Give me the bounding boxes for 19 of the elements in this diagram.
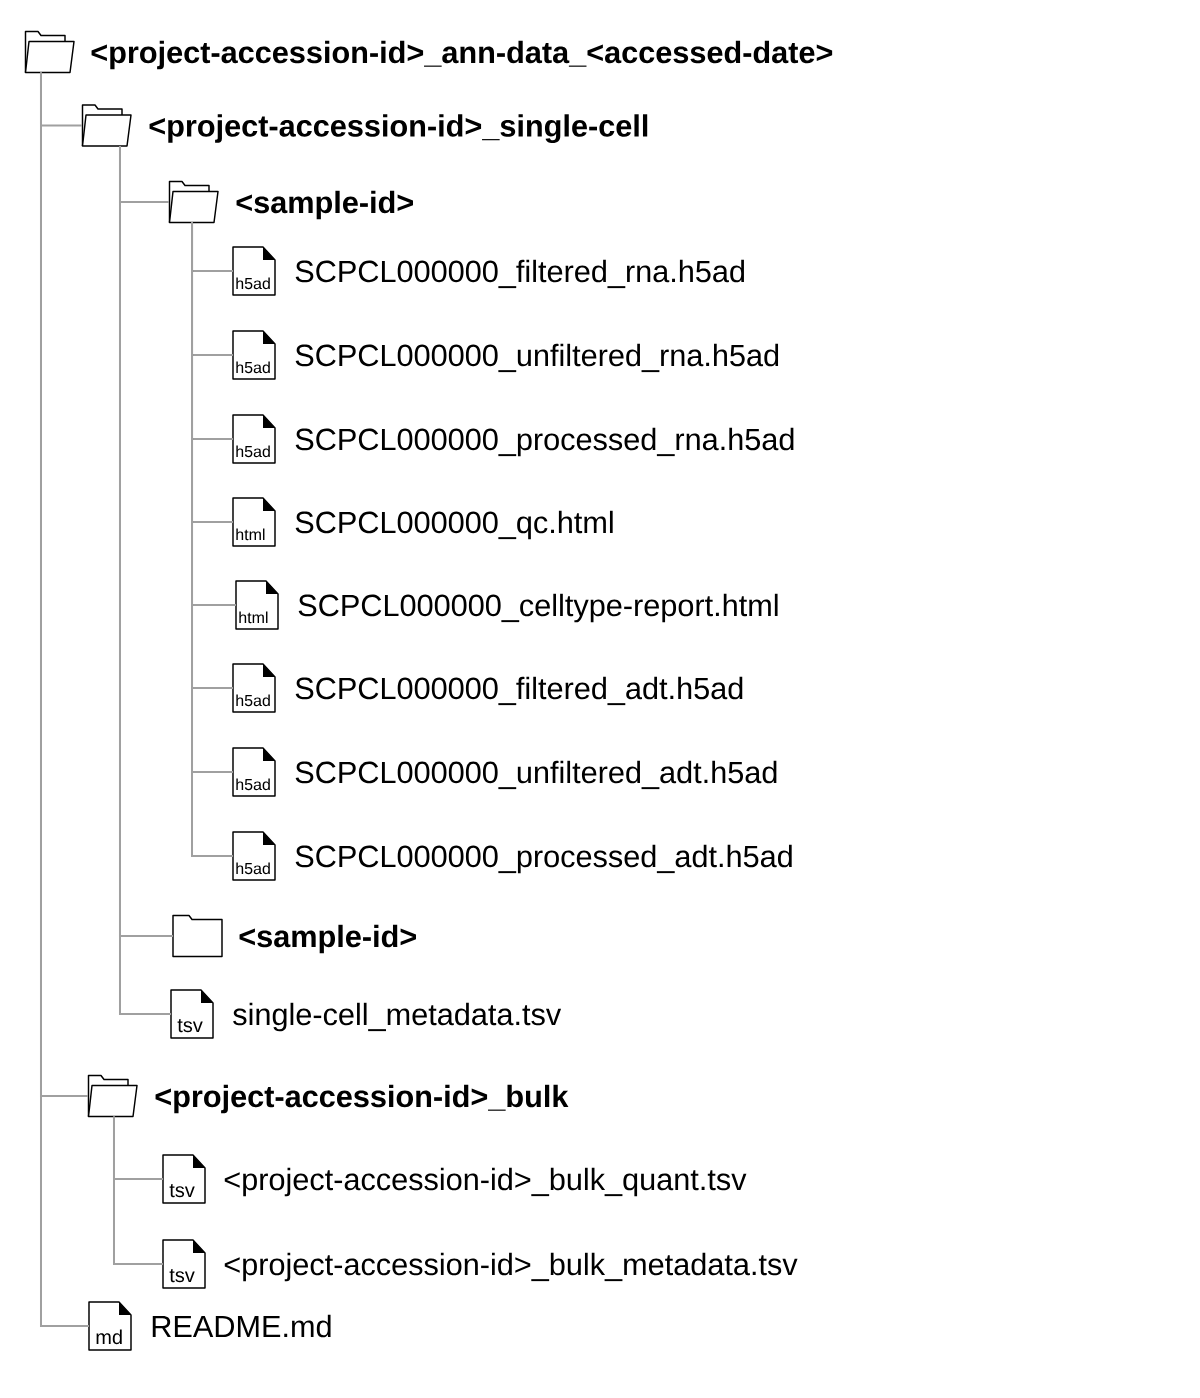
file-name: SCPCL000000_celltype-report.html bbox=[298, 593, 778, 623]
file-name: single-cell_metadata.tsv bbox=[233, 1002, 562, 1032]
file-name: SCPCL000000_unfiltered_adt.h5ad bbox=[295, 760, 777, 790]
file-name: SCPCL000000_processed_rna.h5ad bbox=[295, 427, 794, 457]
file-name: <project-accession-id>_bulk_quant.tsv bbox=[224, 1167, 747, 1197]
tree-line bbox=[40, 71, 90, 1327]
folder-name: <project-accession-id>_ann-data_<accessed-date> bbox=[91, 40, 833, 70]
file-name: <project-accession-id>_bulk_metadata.tsv bbox=[224, 1252, 798, 1282]
file-name: SCPCL000000_filtered_adt.h5ad bbox=[295, 676, 743, 706]
file-name: README.md bbox=[152, 1314, 331, 1338]
file-name: SCPCL000000_unfiltered_rna.h5ad bbox=[295, 343, 779, 373]
file-name: SCPCL000000_filtered_rna.h5ad bbox=[295, 259, 744, 289]
folder-name: <project-accession-id>_single-cell bbox=[149, 114, 648, 143]
tree-line bbox=[113, 1115, 164, 1265]
file-name: SCPCL000000_processed_adt.h5ad bbox=[295, 844, 792, 874]
folder-name: <project-accession-id>_bulk bbox=[155, 1084, 569, 1114]
folder-name: <sample-id> bbox=[236, 190, 413, 220]
folder-name: <sample-id> bbox=[239, 924, 416, 954]
file-name: SCPCL000000_qc.html bbox=[295, 510, 613, 540]
